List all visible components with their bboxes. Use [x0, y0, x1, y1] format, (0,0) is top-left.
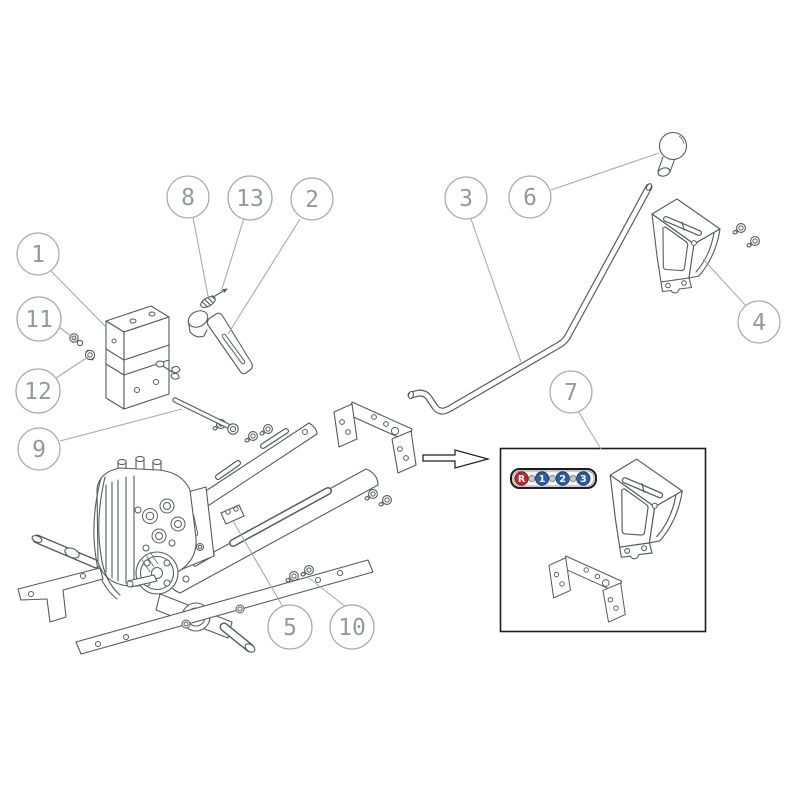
part-spring — [200, 296, 216, 308]
part-roll-pin — [211, 288, 228, 300]
part-shift-rod — [407, 183, 653, 415]
decal-speed-2-label: 2 — [559, 474, 566, 485]
callout-13: 13 — [227, 175, 273, 221]
part-frame-bar — [75, 559, 374, 655]
decal-speed-1-circle — [535, 471, 550, 486]
callout-1: 1 — [16, 232, 60, 276]
callout-6-label: 6 — [523, 185, 537, 211]
decal-speed-1-label: 1 — [539, 474, 546, 485]
part-long-bolt — [172, 397, 239, 435]
callout-8: 8 — [166, 175, 210, 219]
part-nut-12 — [84, 349, 96, 361]
part-index-bracket — [220, 504, 245, 525]
callout-5-label: 5 — [283, 615, 297, 641]
callout-5: 5 — [267, 604, 313, 650]
decal-dot — [569, 475, 577, 482]
part-shift-lever — [187, 310, 253, 375]
callout-11: 11 — [16, 296, 62, 342]
decal-reverse-label: R — [518, 474, 526, 485]
callout-8-label: 8 — [181, 185, 195, 211]
decal-speed-3-label: 3 — [580, 474, 587, 485]
part-bolt-11 — [69, 333, 84, 347]
callout-7: 7 — [549, 370, 593, 414]
callout-7-label: 7 — [564, 380, 578, 406]
part-left-plate — [17, 567, 104, 623]
part-shift-knob — [657, 131, 688, 177]
detail-box: R 1 2 3 — [499, 447, 707, 633]
callout-2: 2 — [290, 177, 334, 221]
callout-12: 12 — [15, 368, 61, 414]
callout-13-label: 13 — [236, 186, 264, 212]
decal-speed-3-circle — [576, 471, 591, 486]
callout-9-label: 9 — [32, 437, 46, 463]
decal-reverse-circle — [514, 471, 529, 486]
callout-10-label: 10 — [338, 615, 366, 641]
callout-1-label: 1 — [31, 242, 45, 268]
detail-arrow-icon — [422, 449, 491, 469]
callout-11-label: 11 — [25, 307, 53, 333]
callout-4-label: 4 — [752, 310, 766, 336]
shift-pattern-decal: R 1 2 3 — [510, 468, 597, 489]
part-quadrant-bracket — [652, 199, 720, 293]
decal-dot — [528, 475, 536, 482]
part-u-bracket — [333, 401, 417, 474]
callout-3: 3 — [444, 176, 488, 220]
callout-6: 6 — [508, 175, 552, 219]
callout-3-label: 3 — [459, 186, 473, 212]
callout-9: 9 — [17, 427, 61, 471]
part-mount-bracket — [105, 305, 181, 410]
leader-lines — [50, 152, 748, 608]
decal-dot — [548, 475, 556, 482]
callout-12-label: 12 — [24, 379, 52, 405]
callout-4: 4 — [737, 300, 781, 344]
part-transaxle — [31, 455, 256, 653]
callout-10: 10 — [329, 604, 375, 650]
decal-speed-2-circle — [555, 471, 570, 486]
callout-2-label: 2 — [305, 187, 319, 213]
